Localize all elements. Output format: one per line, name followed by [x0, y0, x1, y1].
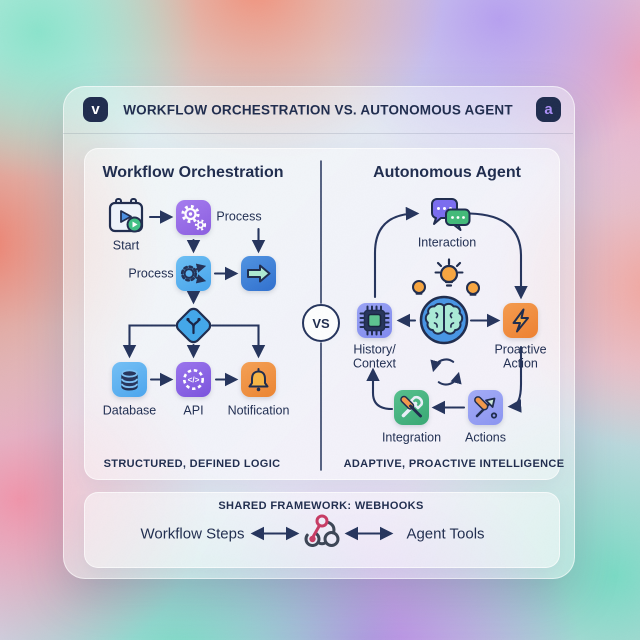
process-gears-icon — [176, 200, 211, 235]
v-logo-badge: v — [83, 97, 108, 122]
start-label: Start — [112, 238, 140, 253]
api-label: API — [183, 402, 204, 417]
page-title: WORKFLOW ORCHESTRATION VS. AUTONOMOUS AG… — [123, 102, 513, 118]
api-gear-icon: </> — [176, 362, 211, 397]
notification-label: Notification — [227, 402, 290, 417]
proactive-label: Proactive Action — [494, 342, 547, 370]
workflow-title: Workflow Orchestration — [102, 164, 284, 181]
integration-tools-icon — [394, 390, 429, 425]
start-calendar-icon — [107, 197, 145, 237]
notification-bell-icon — [241, 362, 276, 397]
decision-diamond-icon — [172, 304, 215, 347]
a-logo-letter: a — [544, 101, 553, 118]
webhook-icon — [302, 513, 342, 553]
agent-footer-caption: ADAPTIVE, PROACTIVE INTELLIGENCE — [343, 457, 565, 470]
proactive-lightning-icon — [503, 303, 538, 338]
interaction-label: Interaction — [417, 235, 477, 250]
brain-icon — [417, 293, 471, 347]
process-a-label: Process — [216, 209, 262, 224]
agent-title: Autonomous Agent — [373, 164, 521, 181]
a-logo-badge: a — [536, 97, 561, 122]
workflow-steps-label: Workflow Steps — [140, 525, 245, 543]
database-icon — [112, 362, 147, 397]
database-label: Database — [102, 402, 157, 417]
history-label: History/ Context — [352, 342, 397, 370]
header-divider — [63, 133, 573, 134]
actions-tools-icon — [468, 390, 503, 425]
svg-text:</>: </> — [188, 376, 200, 385]
integration-label: Integration — [381, 429, 442, 444]
workflow-footer-caption: STRUCTURED, DEFINED LOGIC — [103, 457, 281, 470]
interaction-chat-icon — [428, 194, 474, 234]
flow-arrow-icon — [241, 256, 276, 291]
history-chip-icon — [357, 303, 392, 338]
process-b-label: Process — [128, 266, 174, 281]
process-branch-gear-icon — [176, 256, 211, 291]
shared-framework-title: SHARED FRAMEWORK: WEBHOOKS — [218, 499, 424, 512]
vs-label: VS — [312, 315, 330, 331]
actions-label: Actions — [465, 429, 506, 444]
v-logo-letter: v — [91, 101, 100, 118]
agent-tools-label: Agent Tools — [406, 525, 485, 543]
vs-circle: VS — [302, 304, 340, 342]
